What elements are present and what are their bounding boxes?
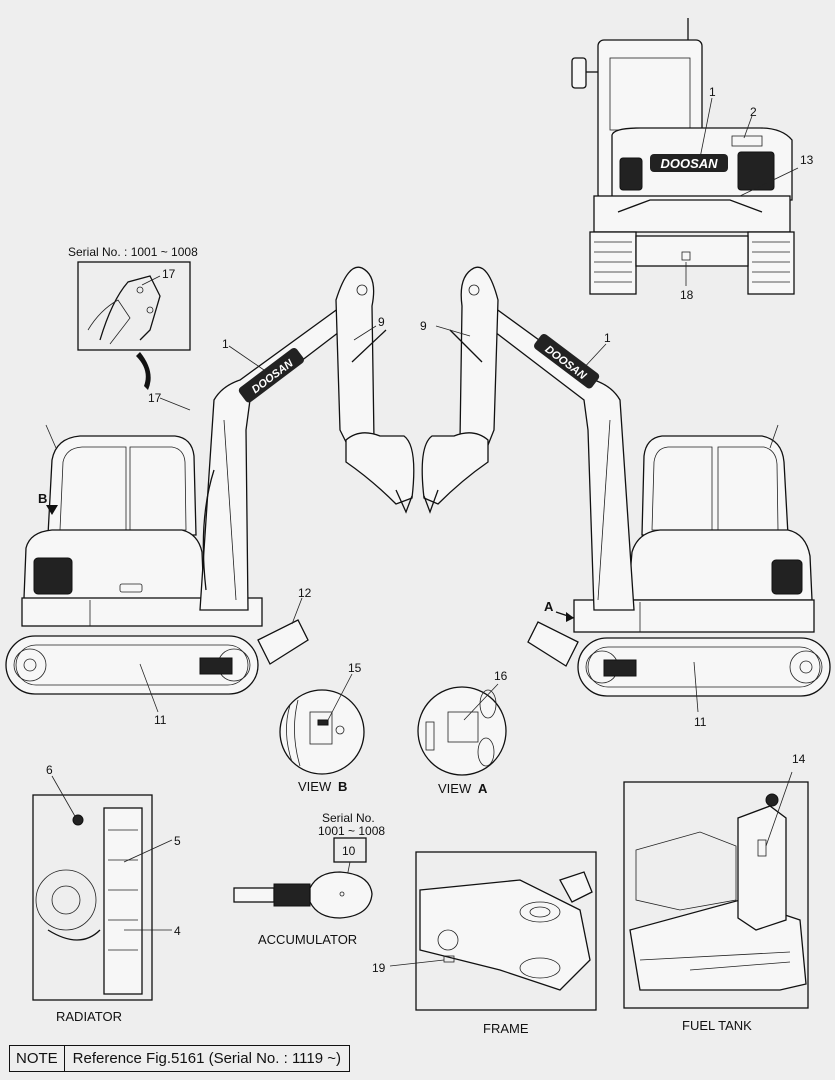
callout-1-right: 1 [604,331,611,345]
view-b-prefix: VIEW [298,779,332,794]
serial-inset-label: Serial No. : 1001 ~ 1008 [68,245,198,259]
callout-10: 10 [342,844,356,858]
right-side-excavator: DOOSAN [421,266,831,713]
note-box: NOTE Reference Fig.5161 (Serial No. : 11… [9,1045,351,1072]
view-a-letter: A [478,781,488,796]
callout-13: 13 [800,153,814,167]
brand-logo-rear: DOOSAN [660,156,718,171]
callout-1-rear: 1 [709,85,716,99]
frame-label: FRAME [483,1021,529,1036]
serial-inset [77,261,191,390]
frame-detail [389,851,597,1011]
view-b-letter: B [338,779,347,794]
callout-15: 15 [348,661,362,675]
callout-14: 14 [792,752,806,766]
radiator-detail [32,775,173,1001]
callout-11-left: 11 [154,713,167,727]
serial-acc-line1: Serial No. [322,811,375,825]
callout-6: 6 [46,763,53,777]
callout-9-right: 9 [420,319,427,333]
callout-17-left: 17 [148,391,162,405]
left-side-excavator: DOOSAN [5,266,415,713]
callout-17-inset: 17 [162,267,176,281]
callout-9-left: 9 [378,315,385,329]
callout-11-right: 11 [694,715,707,729]
callout-16: 16 [494,669,508,683]
view-a-detail [417,683,507,776]
callout-4: 4 [174,924,181,938]
parts-diagram: DOOSAN 1 2 13 18 Serial No. : [5,18,831,1036]
view-a-prefix: VIEW [438,781,472,796]
accumulator-label: ACCUMULATOR [258,932,357,947]
accumulator-detail [233,837,373,919]
callout-18: 18 [680,288,694,302]
view-b-detail [279,673,365,775]
callout-12: 12 [298,586,312,600]
callout-1-left: 1 [222,337,229,351]
callout-2: 2 [750,105,757,119]
fuel-tank-detail [623,771,809,1009]
view-a-indicator: A [544,599,554,614]
serial-acc-line2: 1001 ~ 1008 [318,824,385,838]
radiator-label: RADIATOR [56,1009,122,1024]
note-key: NOTE [10,1046,65,1071]
fuel-tank-label: FUEL TANK [682,1018,752,1033]
callout-19: 19 [372,961,386,975]
rear-view-excavator: DOOSAN [571,18,799,295]
note-text: Reference Fig.5161 (Serial No. : 1119 ~) [72,1050,342,1067]
view-b-indicator: B [38,491,47,506]
callout-5: 5 [174,834,181,848]
